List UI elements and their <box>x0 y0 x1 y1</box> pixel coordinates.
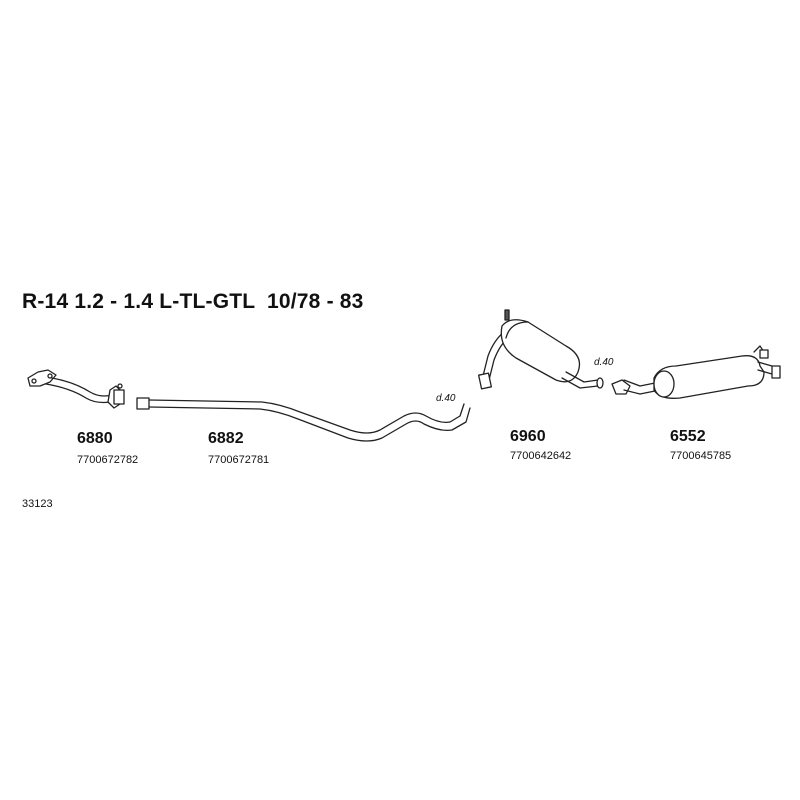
oem-number-6960: 7700642642 <box>510 450 572 462</box>
part-number-6960: 6960 <box>510 428 546 445</box>
part-number-6880: 6880 <box>77 430 113 447</box>
part-6880-drawing <box>27 369 125 409</box>
diameter-label: d.40 <box>436 393 456 404</box>
part-number-6882: 6882 <box>208 430 244 447</box>
part-6960-drawing <box>478 309 604 390</box>
oem-number-6552: 7700645785 <box>670 450 732 462</box>
oem-number-6882: 7700672781 <box>208 454 270 466</box>
oem-number-6880: 7700672782 <box>77 454 139 466</box>
part-6552-drawing <box>611 345 781 399</box>
part-6882-drawing <box>136 397 471 442</box>
diagram-title: R-14 1.2 - 1.4 L-TL-GTL 10/78 - 83 <box>22 290 364 313</box>
diameter-label: d.40 <box>594 357 614 368</box>
reference-number: 33123 <box>22 498 53 510</box>
part-number-6552: 6552 <box>670 428 706 445</box>
